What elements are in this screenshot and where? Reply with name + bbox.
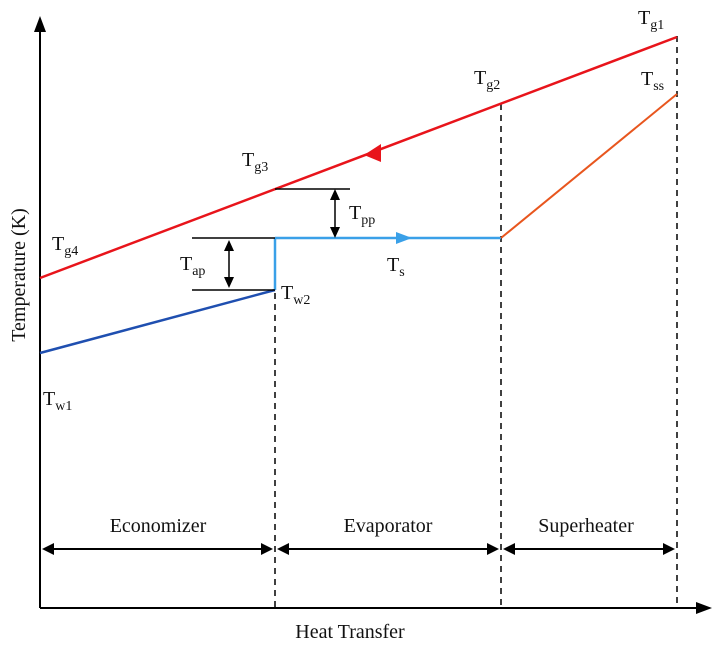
economizer-water-line — [39, 288, 276, 355]
superheater-steam-line — [500, 93, 678, 239]
label-tap: Tap — [180, 253, 205, 279]
label-tpp: Tpp — [349, 202, 375, 228]
label-tw2: Tw2 — [281, 282, 310, 308]
y-axis-arrowhead — [34, 16, 46, 32]
label-tg4: Tg4 — [52, 233, 78, 259]
gas-flow-arrowhead — [364, 144, 381, 162]
steam-flow-arrowhead — [396, 232, 412, 244]
pinch-point-arrowhead-down — [330, 227, 340, 238]
label-tw1: Tw1 — [43, 388, 72, 414]
approach-point-arrowhead-up — [224, 240, 234, 251]
approach-point-arrowhead-down — [224, 277, 234, 288]
gas-temperature-line — [39, 35, 678, 280]
section-label-economizer: Economizer — [110, 515, 207, 537]
y-axis-label: Temperature (K) — [8, 208, 30, 342]
section-label-superheater: Superheater — [538, 515, 634, 537]
approach-point-marker — [192, 237, 275, 291]
pinch-point-marker — [275, 188, 350, 231]
label-tss: Tss — [641, 68, 664, 94]
axes — [34, 16, 712, 614]
label-tg1: Tg1 — [638, 7, 664, 33]
section-range-arrowheads — [42, 543, 675, 555]
label-tg2: Tg2 — [474, 67, 500, 93]
x-axis-label: Heat Transfer — [295, 621, 405, 643]
x-axis-arrowhead — [696, 602, 712, 614]
label-tg3: Tg3 — [242, 149, 268, 175]
pinch-point-arrowhead-up — [330, 189, 340, 200]
section-label-evaporator: Evaporator — [344, 515, 433, 537]
label-ts: Ts — [387, 254, 405, 280]
section-dividers — [274, 36, 678, 608]
